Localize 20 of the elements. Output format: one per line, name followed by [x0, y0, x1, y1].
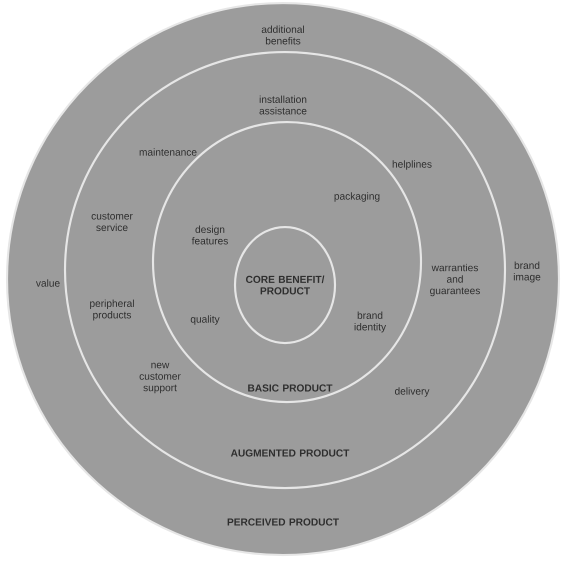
ring-title: PERCEIVED PRODUCT — [228, 518, 339, 526]
ring-label: packaging — [334, 192, 380, 202]
ring-label: additional benefits — [262, 26, 304, 44]
ring-label: quality — [190, 315, 220, 325]
ring — [234, 226, 336, 344]
ring-label: value — [36, 279, 60, 287]
ring-label: customer service — [92, 212, 133, 232]
ring-label: maintenance — [140, 148, 197, 156]
ring-label: new customer support — [140, 362, 181, 394]
ring-title: AUGMENTED PRODUCT — [230, 449, 350, 457]
ring-label: design features — [192, 226, 228, 244]
ring-label: peripheral products — [90, 300, 134, 320]
ring-label: helplines — [392, 160, 432, 170]
ring-title: CORE BENEFIT/ PRODUCT — [246, 276, 324, 294]
ring-label: installation assistance — [260, 96, 306, 114]
ring-label: brand identity — [354, 312, 386, 332]
ring-label: warranties and guarantees — [430, 264, 480, 296]
ring-title: BASIC PRODUCT — [248, 384, 332, 392]
ring-label: brand image — [514, 262, 540, 282]
ring-label: delivery — [394, 387, 430, 397]
